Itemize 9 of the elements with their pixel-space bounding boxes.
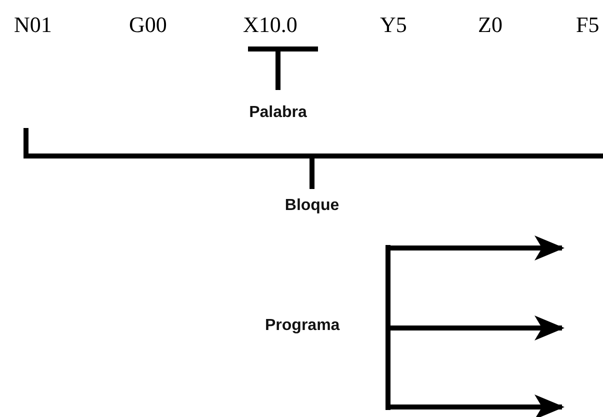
code-word: Z0	[478, 14, 502, 36]
code-word: N01	[14, 14, 52, 36]
code-word: F5	[576, 14, 600, 36]
term-label: Bloque	[284, 198, 340, 214]
code-word: Y5	[380, 14, 407, 36]
code-word: G00	[129, 14, 167, 36]
code-word: X10.0	[243, 14, 298, 36]
term-label: Palabra	[249, 105, 307, 121]
term-label: Programa	[265, 318, 340, 334]
